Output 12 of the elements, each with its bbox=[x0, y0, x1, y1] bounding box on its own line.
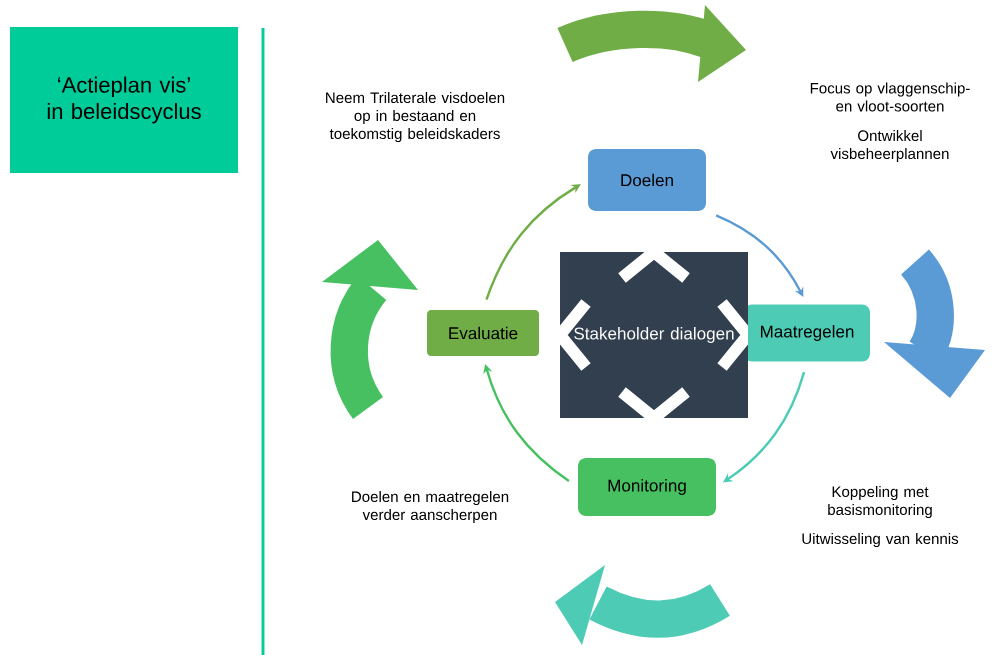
stage-box: Evaluatie bbox=[427, 310, 539, 356]
stage-box: Maatregelen bbox=[744, 304, 870, 362]
title-box: ‘Actieplan vis’ in beleidscyclus bbox=[10, 27, 238, 173]
note-text: Neem Trilaterale visdoelen op in bestaand en toekomstig beleidskaders bbox=[326, 91, 505, 142]
stage-box: Doelen bbox=[588, 149, 706, 211]
note-text: Doelen en maatregelen verder aanscherpen bbox=[352, 490, 509, 523]
note-text: Uitwisseling van kennis bbox=[802, 532, 959, 547]
note-text: Focus op vlaggenschip- en vloot-soorten bbox=[810, 82, 970, 112]
note-text: Ontwikkel visbeheerplannen bbox=[830, 129, 949, 162]
arrow bbox=[485, 184, 581, 301]
note-text: Koppeling met basismonitoring bbox=[828, 485, 932, 518]
stage-box: Monitoring bbox=[578, 458, 716, 516]
